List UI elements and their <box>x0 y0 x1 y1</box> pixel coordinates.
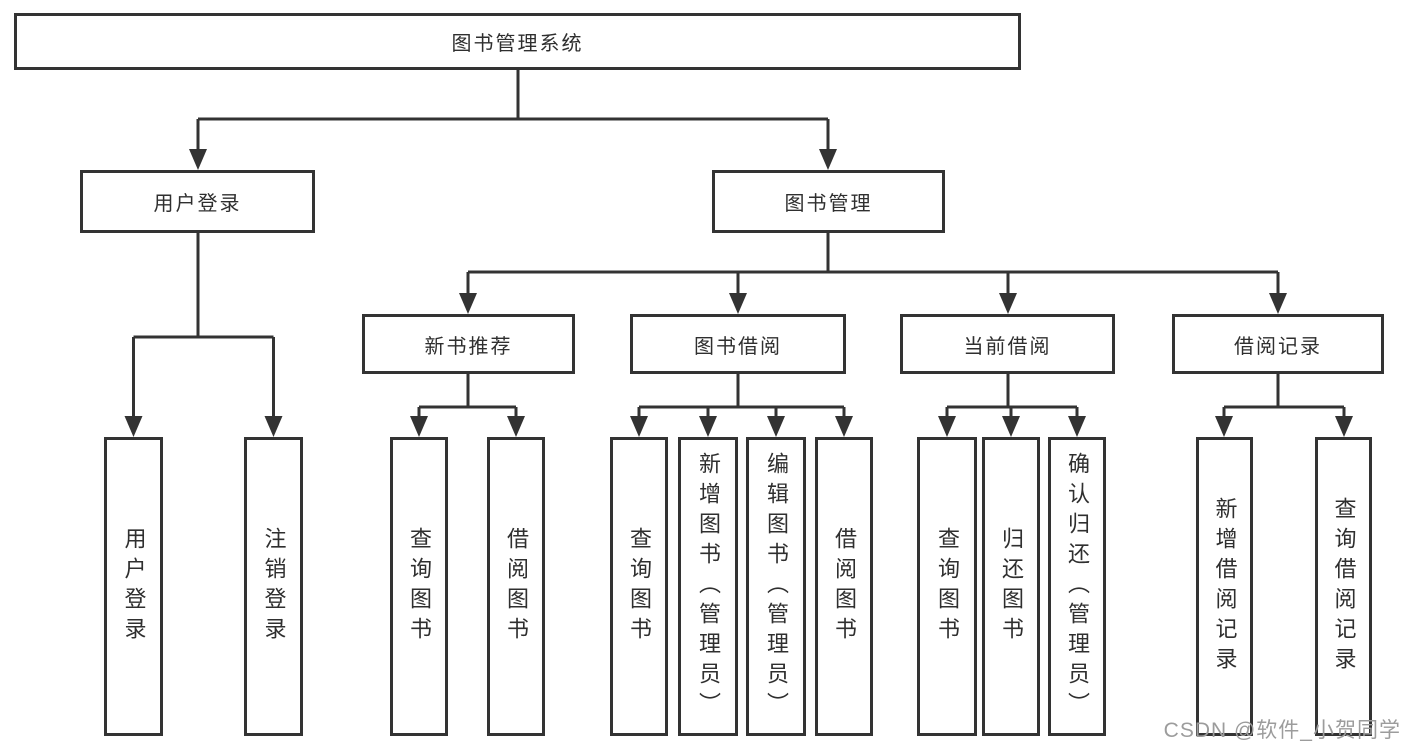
connector-new-book-to-leaves <box>410 374 525 437</box>
arrowhead-icon <box>699 416 717 437</box>
leaf-borrow-edit-books-admin: 编辑图书（管理员） <box>746 437 806 736</box>
node-book-mgmt: 图书管理 <box>712 170 945 233</box>
leaf-user-login: 用户登录 <box>104 437 163 736</box>
arrowhead-icon <box>1002 416 1020 437</box>
connector-borrow-records-to-leaves <box>1215 374 1353 437</box>
arrowhead-icon <box>938 416 956 437</box>
leaf-logout: 注销登录 <box>244 437 303 736</box>
leaf-current-query-books: 查询图书 <box>917 437 977 736</box>
arrowhead-icon <box>124 416 143 437</box>
csdn-watermark: CSDN @软件_小贺同学 <box>1163 719 1401 742</box>
node-root: 图书管理系统 <box>14 13 1021 70</box>
arrowhead-icon <box>410 416 428 437</box>
arrowhead-icon <box>264 416 283 437</box>
leaf-newbook-query-books: 查询图书 <box>390 437 448 736</box>
arrowhead-icon <box>1269 293 1287 314</box>
arrowhead-icon <box>507 416 525 437</box>
arrowhead-icon <box>1215 416 1233 437</box>
arrowhead-icon <box>630 416 648 437</box>
connector-current-borrow-to-leaves <box>938 374 1086 437</box>
connector-user-login-to-leaves <box>124 233 283 437</box>
arrowhead-icon <box>189 149 207 170</box>
node-book-borrow: 图书借阅 <box>630 314 846 374</box>
leaf-current-confirm-return-admin: 确认归还（管理员） <box>1048 437 1106 736</box>
leaf-current-return-books: 归还图书 <box>982 437 1040 736</box>
connector-book-borrow-to-leaves <box>630 374 853 437</box>
leaf-borrow-add-books-admin: 新增图书（管理员） <box>678 437 738 736</box>
connector-book-mgmt-to-level2 <box>459 233 1287 314</box>
node-current-borrow: 当前借阅 <box>900 314 1115 374</box>
arrowhead-icon <box>729 293 747 314</box>
node-user-login: 用户登录 <box>80 170 315 233</box>
arrowhead-icon <box>767 416 785 437</box>
leaf-records-query-record: 查询借阅记录 <box>1315 437 1372 736</box>
arrowhead-icon <box>999 293 1017 314</box>
arrowhead-icon <box>835 416 853 437</box>
node-borrow-records: 借阅记录 <box>1172 314 1384 374</box>
node-new-book-recommend: 新书推荐 <box>362 314 575 374</box>
leaf-borrow-borrow-books: 借阅图书 <box>815 437 873 736</box>
arrowhead-icon <box>1068 416 1086 437</box>
leaf-newbook-borrow-books: 借阅图书 <box>487 437 545 736</box>
leaf-records-add-record: 新增借阅记录 <box>1196 437 1253 736</box>
arrowhead-icon <box>819 149 837 170</box>
connector-root-to-level1 <box>189 70 837 170</box>
arrowhead-icon <box>1335 416 1353 437</box>
leaf-borrow-query-books: 查询图书 <box>610 437 668 736</box>
arrowhead-icon <box>459 293 477 314</box>
